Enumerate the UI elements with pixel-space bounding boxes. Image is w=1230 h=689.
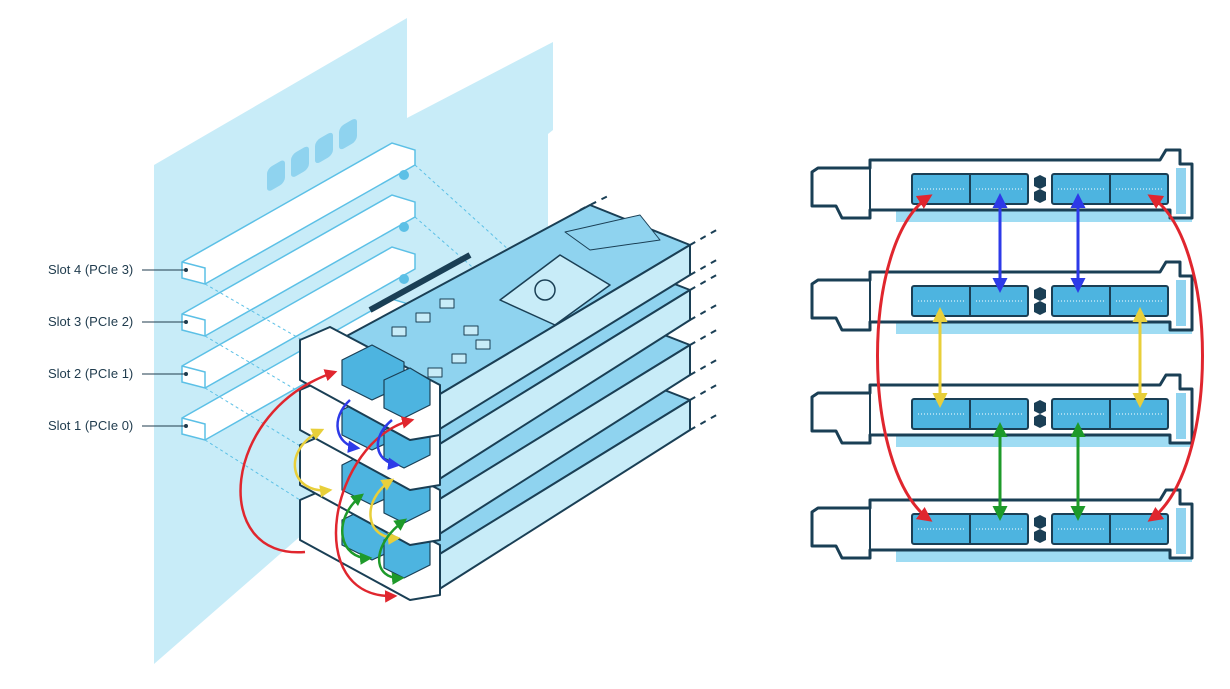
hex-nut xyxy=(1034,189,1046,203)
nvlink-connector-left xyxy=(911,398,1029,430)
pcie-slot-2 xyxy=(181,246,416,389)
nvlink-connector-left xyxy=(911,285,1029,317)
card-edge xyxy=(1176,393,1186,439)
slot-label-text: Slot 1 (PCIe 0) xyxy=(48,418,133,433)
hex-nut xyxy=(1034,287,1046,301)
card-edge xyxy=(1176,280,1186,326)
iso-nvlink-arcs xyxy=(239,369,415,603)
link-red-right xyxy=(1147,194,1204,522)
gpu-card-3 xyxy=(810,373,1194,447)
slot-label-text: Slot 3 (PCIe 2) xyxy=(48,314,133,329)
nvlink-connector-right xyxy=(1051,285,1169,317)
gpu-card-1 xyxy=(810,148,1194,222)
card-extension-lines xyxy=(579,194,721,431)
iso-link-red-right xyxy=(334,416,415,603)
gpu-card-2 xyxy=(810,260,1194,334)
nvlink-bridges xyxy=(876,193,1204,522)
gpu-card-4 xyxy=(810,488,1194,562)
nvlink-connector-left xyxy=(911,173,1029,205)
hex-nut xyxy=(1034,175,1046,189)
slot-labels: Slot 4 (PCIe 3) Slot 3 (PCIe 2) Slot 2 (… xyxy=(48,262,188,433)
schematic-view xyxy=(810,148,1204,562)
slot-label-text: Slot 4 (PCIe 3) xyxy=(48,262,133,277)
nvlink-connector-right xyxy=(1051,513,1169,545)
slot-label-text: Slot 2 (PCIe 1) xyxy=(48,366,133,381)
isometric-view: Slot 4 (PCIe 3) Slot 3 (PCIe 2) Slot 2 (… xyxy=(48,18,721,664)
gpu-card-stack xyxy=(299,194,721,601)
iso-link-green-right xyxy=(378,518,408,585)
iso-link-blue-left xyxy=(336,399,361,453)
iso-link-yellow-left xyxy=(293,428,333,498)
card-edge xyxy=(1176,508,1186,554)
slot-label-3: Slot 3 (PCIe 2) xyxy=(48,314,188,329)
nvlink-connector-right xyxy=(1051,398,1169,430)
slot-label-2: Slot 2 (PCIe 1) xyxy=(48,366,188,381)
hex-nut xyxy=(1034,414,1046,428)
io-port-icons xyxy=(267,118,357,191)
slot-label-4: Slot 4 (PCIe 3) xyxy=(48,262,188,277)
nvlink-connector-left xyxy=(911,513,1029,545)
card-edge xyxy=(1176,168,1186,214)
memory-chips xyxy=(391,298,491,378)
hex-nut xyxy=(1034,400,1046,414)
link-red-left xyxy=(876,194,933,522)
iso-link-red-left xyxy=(239,369,338,554)
pcie-slots xyxy=(181,142,416,441)
hex-nut xyxy=(1034,515,1046,529)
iso-link-blue-right xyxy=(376,419,401,470)
slot-label-1: Slot 1 (PCIe 0) xyxy=(48,418,188,433)
iso-link-green-left xyxy=(341,493,373,565)
gpu-card-iso-1 xyxy=(299,204,691,441)
hex-nut xyxy=(1034,301,1046,315)
hex-nut xyxy=(1034,529,1046,543)
nvlink-connector-right xyxy=(1051,173,1169,205)
